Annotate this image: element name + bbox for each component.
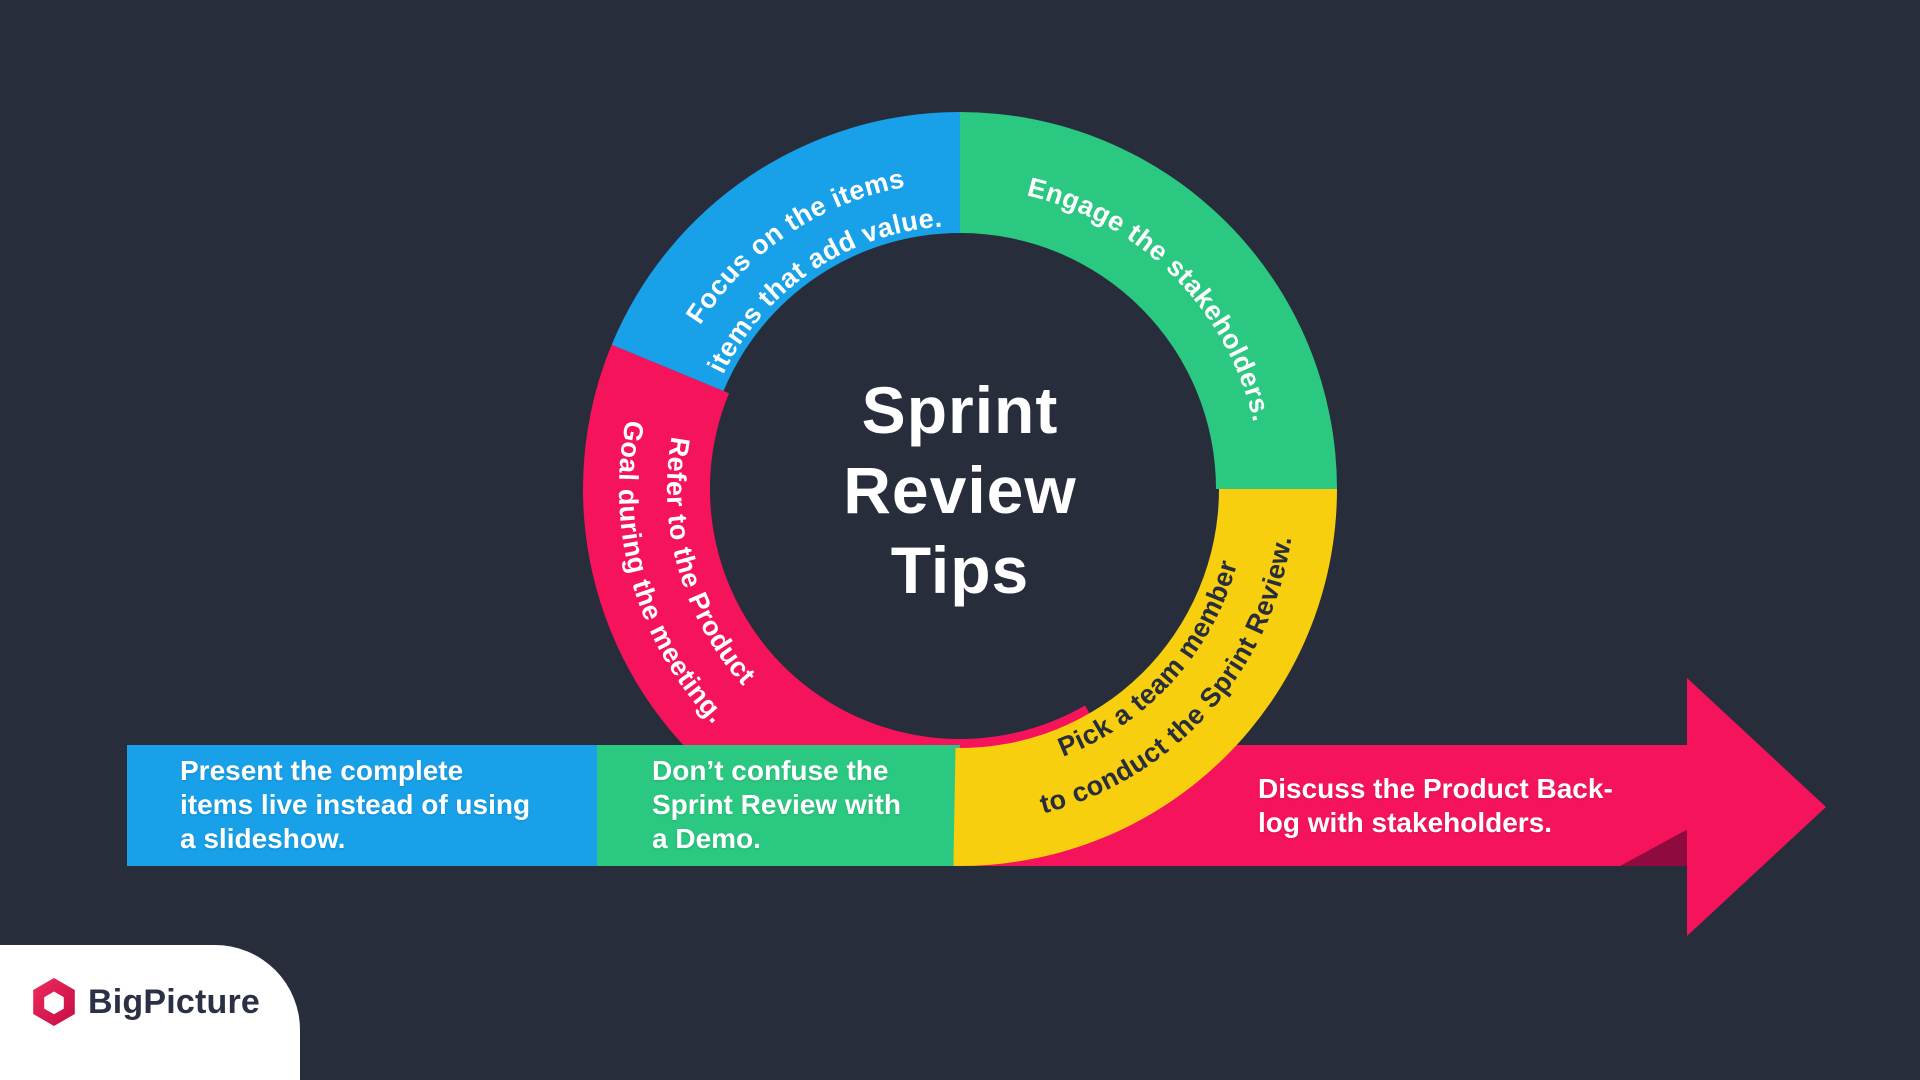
logo-text: BigPicture — [88, 982, 261, 1021]
ring-segment-blue — [611, 112, 960, 391]
arrow-head-icon — [1687, 678, 1826, 936]
bar-label-pink: Discuss the Product Back- log with stake… — [1258, 773, 1613, 838]
bar-segment-blue — [127, 745, 597, 866]
logo-card: BigPicture — [0, 945, 300, 1080]
ring-segment-yellow — [953, 489, 1337, 866]
page-title: Sprint Review Tips — [843, 373, 1077, 607]
bar-label-green: Don’t confuse the Sprint Review with a D… — [652, 755, 901, 854]
bar-label-blue: Present the complete items live instead … — [180, 755, 531, 854]
ring-segment-green — [960, 112, 1337, 489]
ring-segment-pink — [582, 344, 1149, 867]
arrow-fold-shadow — [1620, 829, 1688, 866]
bar-segment-green — [597, 745, 960, 866]
bigpicture-hexagon-icon — [33, 978, 75, 1026]
logo: BigPicture — [30, 977, 260, 1027]
